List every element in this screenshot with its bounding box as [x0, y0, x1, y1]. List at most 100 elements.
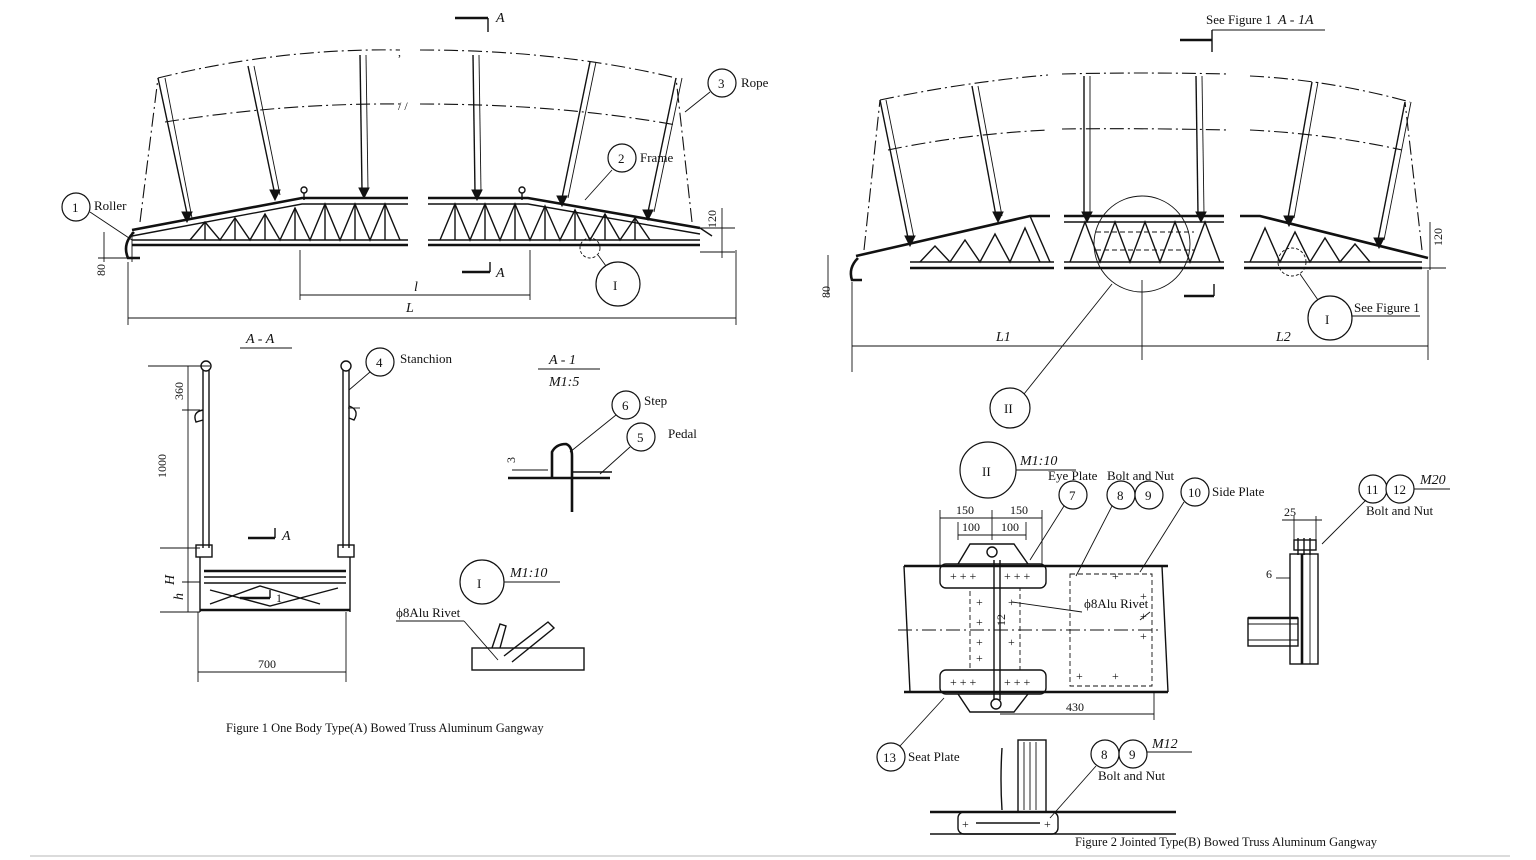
callout-eye-plate: Eye Plate — [1048, 468, 1098, 483]
fig2-detail-I-note: See Figure 1 — [1354, 300, 1420, 315]
dim-H: H — [163, 574, 178, 586]
fig2-detail-I-bubble — [1307, 295, 1353, 341]
detail-II-rivet-label: ϕ8Alu Rivet — [1084, 596, 1149, 611]
svg-text:+ + +: + + + — [1004, 675, 1031, 689]
svg-text:+ + +: + + + — [950, 569, 977, 583]
dim-l: l — [414, 280, 418, 295]
callout-rope: Rope — [741, 75, 769, 90]
svg-text:+: + — [976, 635, 983, 649]
callout-frame: Frame — [640, 150, 673, 165]
svg-text:+: + — [976, 651, 983, 665]
svg-text:+: + — [1140, 589, 1147, 603]
section-mark-top: A — [495, 11, 505, 26]
fig2-dim-120: 120 — [1431, 228, 1445, 246]
svg-text:II: II — [1004, 401, 1013, 416]
figure2-caption: Figure 2 Jointed Type(B) Bowed Truss Alu… — [1075, 835, 1378, 849]
svg-text:12: 12 — [1393, 482, 1406, 497]
detail-I-bubble — [595, 261, 641, 307]
svg-text:1: 1 — [276, 591, 282, 605]
section-AA-mark: A — [281, 529, 291, 544]
svg-text:25: 25 — [1284, 505, 1296, 519]
svg-text:I: I — [613, 278, 617, 293]
fig2-detail-II-bubble — [989, 387, 1031, 429]
figure1-caption: Figure 1 One Body Type(A) Bowed Truss Al… — [226, 721, 544, 735]
section-A1-scale: M1:5 — [548, 375, 579, 390]
dim-1000: 1000 — [155, 454, 169, 478]
svg-text:I: I — [477, 576, 481, 591]
svg-text:9: 9 — [1145, 488, 1152, 503]
detail-I-rivet-label: ϕ8Alu Rivet — [396, 605, 461, 620]
svg-text:4: 4 — [376, 355, 383, 370]
svg-text:100: 100 — [962, 520, 980, 534]
svg-text:3: 3 — [718, 76, 725, 91]
figure2-elevation: See Figure 1 A - 1A — [819, 12, 1446, 429]
svg-text:8: 8 — [1117, 488, 1124, 503]
callout-seat-plate: Seat Plate — [908, 749, 960, 764]
callout-stanchion: Stanchion — [400, 351, 452, 366]
detail-M12-spec: M12 — [1151, 737, 1178, 752]
callout-pedal: Pedal — [668, 426, 697, 441]
svg-text:150: 150 — [1010, 503, 1028, 517]
svg-text:11: 11 — [1366, 482, 1379, 497]
svg-text:I: I — [1325, 312, 1329, 327]
svg-text:+: + — [1044, 817, 1051, 831]
dim-h: h — [172, 593, 187, 600]
svg-text:12: 12 — [994, 614, 1008, 626]
figure1-detail-A1: A - 1 M1:5 3 6 Step 5 Pedal — [504, 353, 697, 512]
svg-text:+: + — [1076, 669, 1083, 683]
svg-text:2: 2 — [618, 151, 625, 166]
see-figure-top-ref: A - 1A — [1277, 13, 1314, 28]
detail-M20-spec: M20 — [1419, 473, 1446, 488]
detail-M12-label: Bolt and Nut — [1098, 768, 1166, 783]
callout-bolt-nut: Bolt and Nut — [1107, 468, 1175, 483]
callout-step: Step — [644, 393, 667, 408]
section-mark-bottom: A — [495, 266, 505, 281]
figure2-detail-II: II M1:10 Eye Plate 7 Bolt and Nut 8 9 10… — [876, 441, 1265, 772]
figure1-detail-I: I M1:10 ϕ8Alu Rivet — [396, 559, 585, 671]
svg-text:9: 9 — [1129, 747, 1136, 762]
svg-text:+: + — [1112, 569, 1119, 583]
detail-I-scale: M1:10 — [509, 566, 547, 581]
figure1-section-AA: A - A 1 A — [148, 332, 452, 682]
section-AA-title: A - A — [245, 332, 275, 347]
svg-text:+: + — [962, 817, 969, 831]
svg-text:6: 6 — [1266, 567, 1272, 581]
svg-text:13: 13 — [883, 750, 896, 765]
svg-text:10: 10 — [1188, 485, 1201, 500]
callout-roller: Roller — [94, 198, 127, 213]
dim-80: 80 — [94, 264, 108, 276]
dim-120: 120 — [705, 210, 719, 228]
svg-text:+: + — [1140, 629, 1147, 643]
figure2-detail-M20: 11 12 M20 Bolt and Nut 25 6 — [1247, 473, 1450, 665]
dim-L2: L2 — [1275, 330, 1291, 345]
figure2-detail-M12: + + 8 9 M12 Bolt and Nut — [930, 737, 1192, 835]
svg-text:430: 430 — [1066, 700, 1084, 714]
svg-text:+: + — [976, 595, 983, 609]
dim-360: 360 — [172, 382, 186, 400]
dim-L1: L1 — [995, 330, 1011, 345]
svg-text:5: 5 — [637, 430, 644, 445]
svg-text:7: 7 — [1069, 488, 1076, 503]
svg-text:8: 8 — [1101, 747, 1108, 762]
see-figure-top: See Figure 1 — [1206, 12, 1272, 27]
detail-M20-label: Bolt and Nut — [1366, 503, 1434, 518]
fig2-dim-80: 80 — [819, 286, 833, 298]
svg-text:/ /: / / — [398, 99, 408, 113]
svg-text:+ + +: + + + — [1004, 569, 1031, 583]
detail-II-scale: M1:10 — [1019, 454, 1057, 469]
svg-text:100: 100 — [1001, 520, 1019, 534]
svg-text:1: 1 — [72, 200, 79, 215]
dim-L: L — [405, 301, 414, 316]
svg-text:II: II — [982, 464, 991, 479]
svg-text:,: , — [398, 45, 401, 59]
svg-text:150: 150 — [956, 503, 974, 517]
svg-text:+: + — [1112, 669, 1119, 683]
dim-700: 700 — [258, 657, 276, 671]
svg-text:6: 6 — [622, 398, 629, 413]
callout-side-plate: Side Plate — [1212, 484, 1265, 499]
svg-text:+: + — [1008, 635, 1015, 649]
section-A1-title: A - 1 — [548, 353, 576, 368]
svg-text:+: + — [1140, 609, 1147, 623]
svg-text:+: + — [976, 615, 983, 629]
